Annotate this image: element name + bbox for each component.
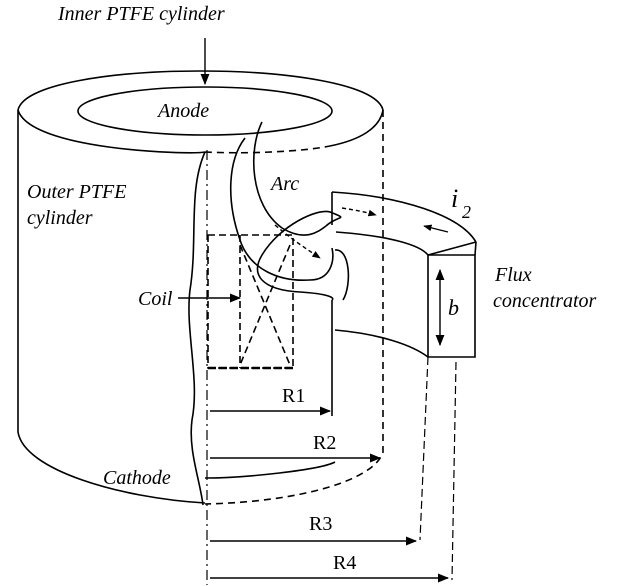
current-label-subscript: 2 <box>462 202 471 222</box>
outer-cylinder-top-rim <box>17 70 384 111</box>
inner-cylinder-top <box>77 86 333 136</box>
arc-label: Arc <box>269 173 299 195</box>
outer-cylinder-left-wall <box>17 110 206 504</box>
inner-cylinder-label: Inner PTFE cylinder <box>57 3 225 25</box>
flux-concentrator-front-top <box>427 241 477 256</box>
cathode-label: Cathode <box>103 467 171 489</box>
r2-label: R2 <box>313 432 336 454</box>
arc-shape-inner <box>253 121 327 236</box>
arc-current-arrow <box>274 224 321 259</box>
r4-label: R4 <box>333 552 356 574</box>
coil-box <box>207 234 294 369</box>
flux-concentrator-top-inner <box>335 231 429 256</box>
flux-concentrator-top-right <box>474 241 477 256</box>
current-label: i <box>451 184 458 213</box>
cut-edge-line <box>188 151 206 506</box>
outer-cylinder-top-rim-front <box>17 109 206 154</box>
r1-label: R1 <box>282 385 305 407</box>
r4-guide-line <box>451 361 457 581</box>
coil-label: Coil <box>138 288 173 310</box>
r3-guide-line <box>419 356 429 541</box>
r3-label: R3 <box>309 513 332 535</box>
outer-cylinder-top-rim-hidden <box>204 145 331 154</box>
flux-label-line2: concentrator <box>493 290 597 312</box>
outer-cylinder-label-line2: cylinder <box>27 207 93 229</box>
current-arrow-upper <box>341 207 377 217</box>
flux-label-line1: Flux <box>494 264 532 286</box>
cathode-arc <box>204 461 336 479</box>
height-label: b <box>448 295 459 320</box>
arc-shape-tail <box>256 210 342 301</box>
outer-cylinder-label-line1: Outer PTFE <box>27 181 126 203</box>
outer-cylinder-top-rim-right-front <box>329 109 384 147</box>
current-arrow-lower <box>423 224 449 233</box>
flux-concentrator-bottom <box>334 329 429 358</box>
flux-concentrator-top-outer <box>331 191 477 243</box>
flux-concentrator-front-face <box>427 254 476 358</box>
flux-concentrator-inner-side <box>334 249 350 301</box>
anode-label: Anode <box>156 100 209 122</box>
